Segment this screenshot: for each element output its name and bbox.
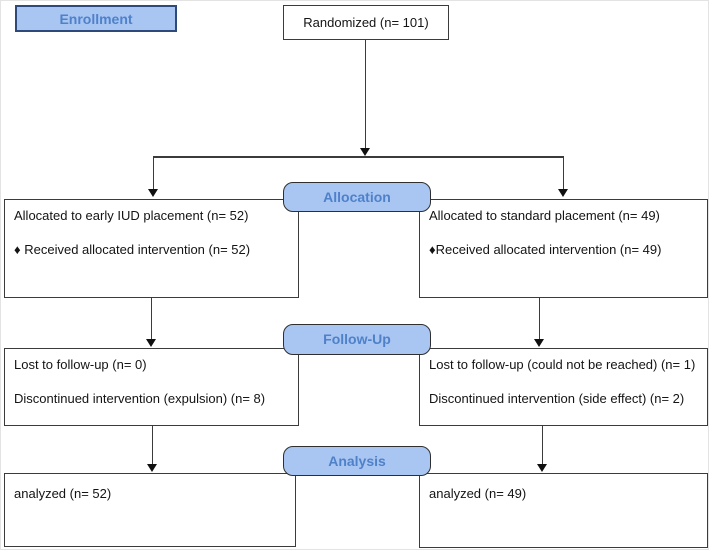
arrow-line-split-to-allocation-right bbox=[562, 156, 564, 190]
arrowhead-down-icon bbox=[360, 148, 370, 156]
arrow-line-randomized-to-split bbox=[364, 40, 366, 149]
allocation-right-line1: Allocated to standard placement (n= 49) bbox=[429, 208, 660, 223]
arrowhead-down-icon bbox=[537, 464, 547, 472]
allocation-left-box: Allocated to early IUD placement (n= 52)… bbox=[4, 199, 299, 298]
analysis-right-box: analyzed (n= 49) bbox=[419, 473, 708, 548]
arrowhead-down-icon bbox=[147, 464, 157, 472]
allocation-left-line2: ♦ Received allocated intervention (n= 52… bbox=[14, 242, 251, 257]
allocation-right-line2: ♦Received allocated intervention (n= 49) bbox=[429, 242, 662, 257]
follow-up-left-line2: Discontinued intervention (expulsion) (n… bbox=[14, 391, 266, 406]
analysis-right-line1: analyzed (n= 49) bbox=[429, 486, 527, 501]
randomized-text: Randomized (n= 101) bbox=[303, 14, 429, 30]
allocation-stage-badge: Allocation bbox=[283, 182, 431, 212]
randomized-box: Randomized (n= 101) bbox=[283, 5, 449, 40]
arrow-line-followup-to-analysis-left bbox=[151, 426, 153, 464]
arrowhead-down-icon bbox=[148, 189, 158, 197]
analysis-stage-badge: Analysis bbox=[283, 446, 431, 476]
follow-up-left-box: Lost to follow-up (n= 0) Discontinued in… bbox=[4, 348, 299, 426]
arrow-line-allocation-to-followup-left bbox=[150, 298, 152, 339]
arrow-line-followup-to-analysis-right bbox=[541, 426, 543, 464]
analysis-left-box: analyzed (n= 52) bbox=[4, 473, 296, 547]
follow-up-right-box: Lost to follow-up (could not be reached)… bbox=[419, 348, 708, 426]
analysis-left-line1: analyzed (n= 52) bbox=[14, 486, 112, 501]
arrowhead-down-icon bbox=[534, 339, 544, 347]
follow-up-stage-badge: Follow-Up bbox=[283, 324, 431, 355]
follow-up-left-line1: Lost to follow-up (n= 0) bbox=[14, 357, 147, 372]
arrowhead-down-icon bbox=[558, 189, 568, 197]
allocation-left-line1: Allocated to early IUD placement (n= 52) bbox=[14, 208, 249, 223]
allocation-right-box: Allocated to standard placement (n= 49) … bbox=[419, 199, 708, 298]
arrowhead-down-icon bbox=[146, 339, 156, 347]
arrow-line-split-to-allocation-left bbox=[152, 156, 154, 190]
enrollment-stage-badge: Enrollment bbox=[15, 5, 177, 32]
arrow-line-allocation-to-followup-right bbox=[538, 298, 540, 339]
follow-up-right-line2: Discontinued intervention (side effect) … bbox=[429, 391, 685, 406]
follow-up-right-line1: Lost to follow-up (could not be reached)… bbox=[429, 357, 696, 372]
split-line bbox=[153, 156, 564, 158]
